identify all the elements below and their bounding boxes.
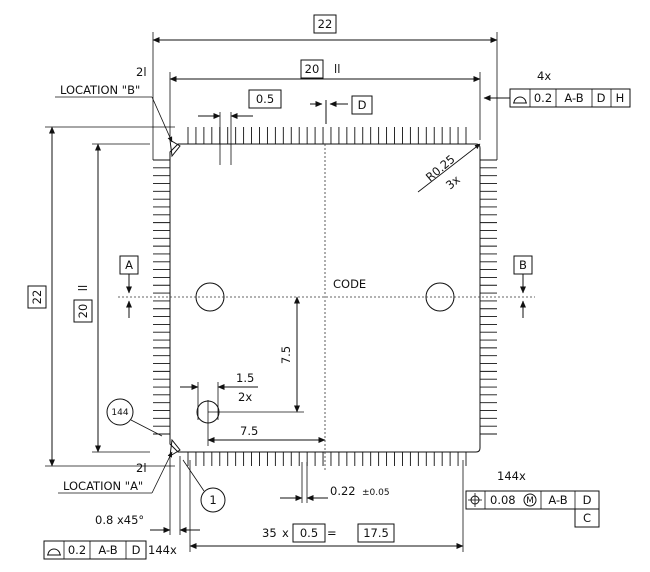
lead-width-label: 0.22 <box>330 484 356 498</box>
pins-right-row <box>480 159 497 435</box>
hole-offset-v-label: 7.5 <box>279 346 293 364</box>
profile-surface-icon <box>47 548 61 556</box>
profile-surface-icon <box>513 96 527 104</box>
fcf-bottom-right: 144x 0.08 M A-B D C <box>465 469 600 528</box>
corner-radius-callout: R0.25 3x <box>417 143 481 193</box>
fcf-top-tol: 0.2 <box>534 91 552 105</box>
location-b-size: 2l <box>136 65 147 79</box>
location-b-label: LOCATION "B" <box>60 83 140 97</box>
pitch-count-label: 35 <box>262 526 277 540</box>
lead-width-dimension: 0.22 ±0.05 <box>280 462 390 503</box>
datum-b-marker: B <box>513 255 533 318</box>
pitch-times-label: x <box>282 526 289 540</box>
overall-width-label: 22 <box>318 17 333 31</box>
fcf-top-datum3: H <box>616 91 625 105</box>
fcf-top-right: 4x 0.2 A-B D H <box>483 69 631 108</box>
pitch-value-label: 0.5 <box>300 526 318 540</box>
ejector-pin-hole-left <box>195 282 225 312</box>
body-height-label: 20 <box>76 304 90 319</box>
fcf-top-count: 4x <box>537 69 551 83</box>
overall-height-dimension: 22 <box>27 126 175 467</box>
fcf-bl-datum2: D <box>132 543 141 557</box>
corner-radius-count: 3x <box>443 172 463 192</box>
fcf-br-tol: 0.08 <box>490 493 516 507</box>
pin-1-label: 1 <box>209 493 216 507</box>
pins-top-row <box>187 127 467 144</box>
fcf-br-modifier: M <box>526 496 534 506</box>
mmc-modifier-icon <box>523 493 537 507</box>
pin-144-callout: 144 <box>106 398 163 437</box>
location-a-size: 2l <box>136 461 147 475</box>
fcf-bottom-left: 0.2 A-B D 144x <box>43 540 177 560</box>
datum-b-label: B <box>519 258 527 272</box>
ejector-pin-hole-right <box>425 282 455 312</box>
fcf-bl-tol: 0.2 <box>68 543 86 557</box>
overall-width-dimension: 22 <box>152 14 498 160</box>
pins-left-row <box>153 159 170 435</box>
datum-a-marker: A <box>119 255 139 318</box>
overall-height-label: 22 <box>30 290 44 305</box>
pin-pitch-label: 0.5 <box>256 92 274 106</box>
pitch-equal-label: = <box>327 526 337 540</box>
hole-offset-dimensions: 7.5 7.5 1.5 2x <box>180 296 326 446</box>
lead-width-tol: ±0.05 <box>362 488 390 498</box>
span-label: 17.5 <box>363 526 389 540</box>
fcf-br-count: 144x <box>497 469 526 483</box>
chamfer-dimension: 0.8 x45° <box>95 456 200 535</box>
location-a-callout: 2l LOCATION "A" <box>58 451 173 494</box>
fcf-br-datum1: A-B <box>548 493 567 507</box>
body-width-dimension: 20 ll <box>169 59 481 140</box>
pin-pitch-top: 0.5 D <box>198 89 373 165</box>
pins-bottom-row <box>187 452 467 466</box>
datum-d-label: D <box>358 98 367 112</box>
datum-a-label: A <box>125 258 133 272</box>
pitch-span-dimension: 35 x 0.5 = 17.5 <box>189 460 464 552</box>
hole-offset-h-label: 7.5 <box>240 424 258 438</box>
fcf-bl-count: 144x <box>148 543 177 557</box>
body-code-text: CODE <box>333 277 366 291</box>
location-b-callout: 2l LOCATION "B" <box>55 65 173 143</box>
fcf-top-datum1: A-B <box>564 91 583 105</box>
body-width-tol: ll <box>334 62 340 76</box>
pin-1-callout: 1 <box>182 459 226 513</box>
hole-dia-label: 1.5 <box>236 371 254 385</box>
position-icon <box>468 493 482 507</box>
fcf-br-datum2: D <box>583 493 592 507</box>
fcf-bl-datum1: A-B <box>98 543 117 557</box>
hole-count-label: 2x <box>238 390 252 404</box>
body-height-dimension: 20 ll <box>73 143 150 453</box>
pin-144-label: 144 <box>111 408 128 418</box>
fcf-top-datum2: D <box>597 91 606 105</box>
body-width-label: 20 <box>305 62 320 76</box>
package-body: CODE <box>118 127 535 470</box>
body-height-tol: ll <box>76 285 90 291</box>
location-a-label: LOCATION "A" <box>63 479 143 493</box>
chamfer-label: 0.8 x45° <box>95 513 144 527</box>
fcf-br-datum3: C <box>583 511 591 525</box>
